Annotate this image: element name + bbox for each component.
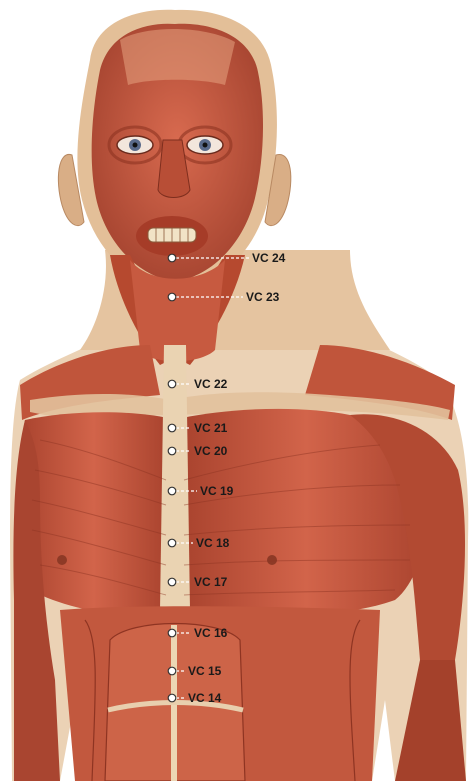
acupoint-dot: [168, 424, 176, 432]
acupoint-dot: [168, 694, 176, 702]
acupoint-label: VC 23: [246, 290, 280, 304]
acupoint-label: VC 18: [196, 536, 230, 550]
acupoint-label: VC 22: [194, 377, 228, 391]
acupoint-dot: [168, 539, 176, 547]
acupoint-label: VC 19: [200, 484, 234, 498]
acupoint-dot: [168, 487, 176, 495]
acupoint-label: VC 14: [188, 691, 222, 705]
acupoint-label: VC 20: [194, 444, 228, 458]
galea: [120, 29, 235, 85]
acupoint-label: VC 21: [194, 421, 228, 435]
acupoint-dot: [168, 254, 176, 262]
mouth: [136, 216, 208, 256]
acupoint-label: VC 16: [194, 626, 228, 640]
acupoint-label: VC 17: [194, 575, 228, 589]
acupoint-label: VC 24: [252, 251, 286, 265]
acupoint-dot: [168, 629, 176, 637]
acupoint-dot: [168, 293, 176, 301]
acupoint-dot: [168, 578, 176, 586]
acupoint-dot: [168, 380, 176, 388]
acupoint-dot: [168, 667, 176, 675]
right-nipple: [267, 555, 277, 565]
acupoint-dot: [168, 447, 176, 455]
left-nipple: [57, 555, 67, 565]
acupoint-label: VC 15: [188, 664, 222, 678]
